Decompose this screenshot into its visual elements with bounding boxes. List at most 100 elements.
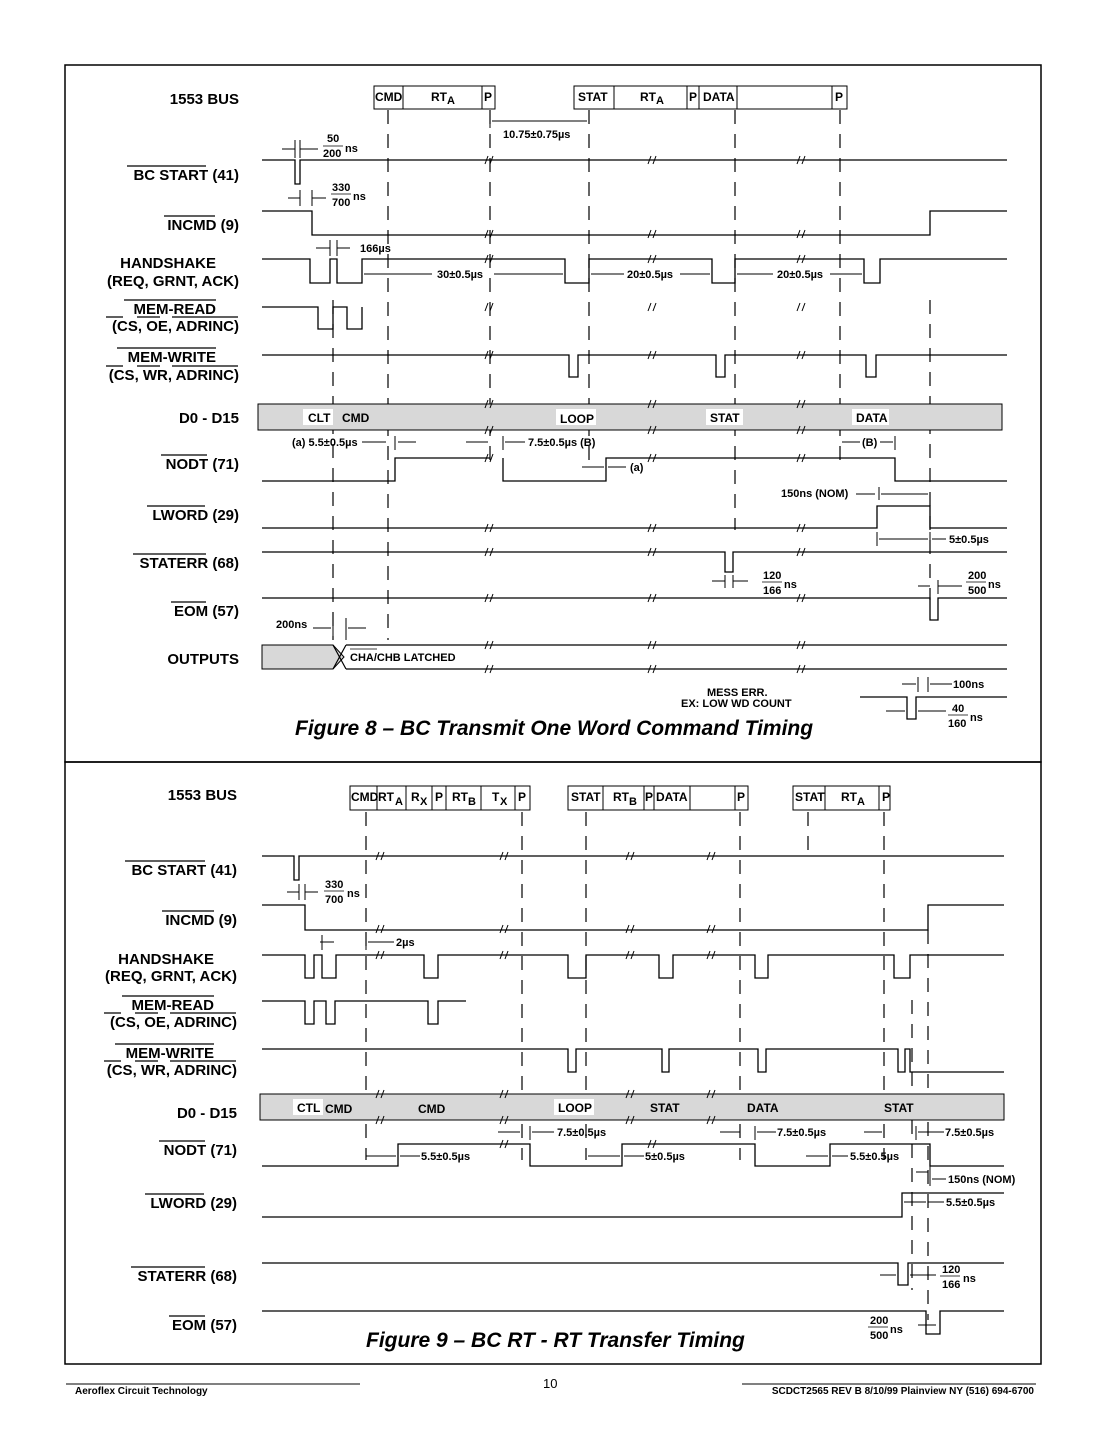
f9-bus-rx: R [411,790,420,804]
f8-ann-nodt-a: (a) 5.5±0.5µs [292,437,358,449]
figure8-title: Figure 8 – BC Transmit One Word Command … [295,717,813,740]
f9-break-marks [375,851,716,1149]
f8-db-loop: LOOP [560,412,594,426]
f9-label-mem-read-sub: (CS, OE, ADRINC) [110,1014,237,1031]
f9-db-stat: STAT [650,1101,680,1115]
f9-bus-rtb2: RT [613,790,630,804]
f8-db-data: DATA [856,411,888,425]
f9-ann-75a: 7.5±0.5µs [557,1127,606,1139]
figure8: 1553 BUS BC START (41) INCMD (9) HANDSHA… [106,85,1007,740]
f9-label-mem-read: MEM-READ [132,997,215,1014]
f8-ann-700: 700 [332,197,350,209]
f9-bus-words [349,785,891,811]
f9-bus-rtb2-sub: B [629,796,637,808]
f8-data-bus-labels: CLT CMD LOOP STAT DATA [303,409,889,426]
f9-bus-rtb: RT [452,790,469,804]
f9-ann-2us: 2µs [396,937,415,949]
f9-db-stat2: STAT [884,1101,914,1115]
f9-bus-p1: P [435,790,443,804]
f9-ann-75b: 7.5±0.5µs [777,1127,826,1139]
f9-label-eom: EOM (57) [172,1317,237,1334]
f9-label-handshake-sub: (REQ, GRNT, ACK) [105,968,237,985]
f9-label-1553-bus: 1553 BUS [168,787,237,804]
f9-ann-5us: 5±0.5µs [645,1151,685,1163]
f8-ann-200: 200 [323,148,341,160]
footer-page-number: 10 [543,1376,557,1391]
f8-ann-166us: 166µs [360,243,391,255]
f8-ann-ns5: ns [970,712,983,724]
f8-ann-200ns: 200ns [276,619,307,631]
f8-break-marks [484,155,806,674]
f8-label-staterr: STATERR (68) [140,555,239,572]
f8-ann-120: 120 [763,570,781,582]
f8-bus-rta2: RT [640,90,657,104]
f8-bus-rta: RT [431,90,448,104]
f9-ann-700: 700 [325,894,343,906]
f9-bus-rta: RT [378,790,395,804]
f8-timing-markers [282,114,962,712]
f8-label-nodt: NODT (71) [166,456,239,473]
f9-label-incmd: INCMD (9) [165,912,237,929]
f9-ann-120: 120 [942,1264,960,1276]
f8-ann-20b: 20±0.5µs [777,269,823,281]
f9-waveforms [262,855,1004,1335]
f8-ann-nodt-b: 7.5±0.5µs (B) [528,437,596,449]
f8-label-incmd: INCMD (9) [167,217,239,234]
f8-db-stat: STAT [710,411,740,425]
f9-bus-stat: STAT [571,790,601,804]
f9-bus-p2: P [518,790,526,804]
figure8-signal-labels: 1553 BUS BC START (41) INCMD (9) HANDSHA… [107,91,239,668]
f9-label-handshake: HANDSHAKE [118,951,214,968]
f8-ann-50: 50 [327,133,339,145]
f9-ann-166: 166 [942,1279,960,1291]
footer-doc-info: SCDCT2565 REV B 8/10/99 Plainview NY (51… [772,1386,1035,1397]
figure9-title: Figure 9 – BC RT - RT Transfer Timing [366,1329,745,1352]
f9-label-mem-write: MEM-WRITE [126,1045,214,1062]
f9-bus-rta-sub: A [395,796,403,808]
f8-ann-gap: 10.75±0.75µs [503,129,570,141]
f8-label-handshake-sub: (REQ, GRNT, ACK) [107,273,239,290]
f8-ann-latched: CHA/CHB LATCHED [350,652,456,664]
f9-db-ctl: CTL [297,1101,320,1115]
f8-ann-500: 500 [968,585,986,597]
f8-bus-words [373,85,848,110]
f8-label-lword: LWORD (29) [152,507,239,524]
f8-ann-160: 160 [948,718,966,730]
f9-bus-word-labels: CMD RT A R X P RT B T X P STAT RT B P DA… [351,790,890,808]
f9-label-d0-d15: D0 - D15 [177,1105,237,1122]
f8-ann-30: 30±0.5µs [437,269,483,281]
f8-ann-ns4: ns [988,579,1001,591]
f8-ann-200b: 200 [968,570,986,582]
f9-bus-rta3: RT [841,790,858,804]
f8-db-cmd: CMD [342,411,370,425]
f9-ann-ns3: ns [890,1324,903,1336]
f9-bus-p4: P [737,790,745,804]
f8-label-mem-read-sub: (CS, OE, ADRINC) [112,318,239,335]
f8-ann-166: 166 [763,585,781,597]
f9-timing-markers [287,884,946,1326]
f9-ann-150ns: 150ns (NOM) [948,1174,1016,1186]
f8-data-bus [257,403,1003,431]
f8-bus-p3: P [835,90,843,104]
f8-outputs-region [261,644,345,670]
f8-ann-150ns: 150ns (NOM) [781,488,849,500]
f8-reference-lines [332,110,931,640]
f8-bus-rta-sub: A [447,95,455,107]
f8-ann-ns2: ns [353,191,366,203]
f9-ann-75c: 7.5±0.5µs [945,1127,994,1139]
f9-ann-330: 330 [325,879,343,891]
f8-label-handshake: HANDSHAKE [120,255,216,272]
figure9-signal-labels: 1553 BUS BC START (41) INCMD (9) HANDSHA… [105,787,237,1334]
f9-label-overlines [104,860,236,1317]
f9-ann-ns1: ns [347,888,360,900]
f8-bus-cmd: CMD [375,90,403,104]
f9-ann-500: 500 [870,1330,888,1342]
f9-ann-55b: 5.5±0.5µs [850,1151,899,1163]
f8-label-d0-d15: D0 - D15 [179,410,239,427]
f9-label-bc-start: BC START (41) [131,862,237,879]
f8-ann-mess1: MESS ERR. [707,687,768,699]
f8-ann-100ns: 100ns [953,679,984,691]
f9-ann-ns2: ns [963,1273,976,1285]
f8-ann-5us: 5±0.5µs [949,534,989,546]
f8-label-mem-read: MEM-READ [134,301,217,318]
